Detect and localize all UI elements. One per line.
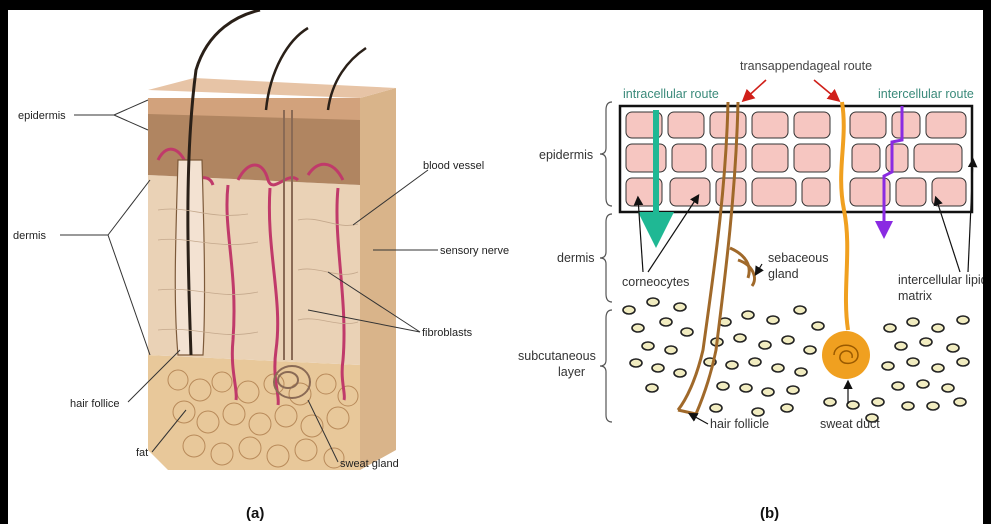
label-subcutaneous: subcutaneous <box>518 349 596 363</box>
skin-block-illustration <box>148 10 396 470</box>
label-lipid-matrix: matrix <box>898 289 933 303</box>
label-dermis-a: dermis <box>13 230 47 242</box>
label-sebaceous: sebaceous <box>768 251 828 265</box>
label-subcutaneous-layer: layer <box>558 365 585 379</box>
label-fibroblasts: fibroblasts <box>422 327 473 339</box>
label-hair-follice: hair follice <box>70 398 120 410</box>
label-hair-follicle-b: hair follicle <box>710 417 769 431</box>
label-intercellular-lipid: intercellular lipid <box>898 273 983 287</box>
skin-diagram: epidermis dermis hair follice fat blood … <box>8 10 983 524</box>
transappendageal-arrow-2 <box>814 80 838 100</box>
sweat-gland-coil <box>822 331 870 379</box>
corneocyte-cells <box>626 112 966 206</box>
label-blood-vessel: blood vessel <box>423 160 484 172</box>
label-intracellular-route: intracellular route <box>623 87 719 101</box>
label-transappendageal-route: transappendageal route <box>740 59 872 73</box>
label-intercellular-route: intercellular route <box>878 87 974 101</box>
label-sebaceous-gland: gland <box>768 267 799 281</box>
label-dermis-b: dermis <box>557 251 595 265</box>
caption-b: (b) <box>760 505 779 522</box>
label-fat: fat <box>136 447 148 459</box>
label-corneocytes: corneocytes <box>622 275 689 289</box>
caption-a: (a) <box>246 505 264 522</box>
label-epidermis-a: epidermis <box>18 110 66 122</box>
label-sensory-nerve: sensory nerve <box>440 245 509 257</box>
label-sweat-duct: sweat duct <box>820 417 880 431</box>
transappendageal-arrow-1 <box>744 80 766 100</box>
block-right-face <box>360 88 396 470</box>
subcutaneous-fat-cells <box>623 298 969 422</box>
label-epidermis-b: epidermis <box>539 148 593 162</box>
panel-b-braces <box>600 102 612 422</box>
figure-panel: epidermis dermis hair follice fat blood … <box>8 10 983 524</box>
label-sweat-gland: sweat gland <box>340 458 399 470</box>
